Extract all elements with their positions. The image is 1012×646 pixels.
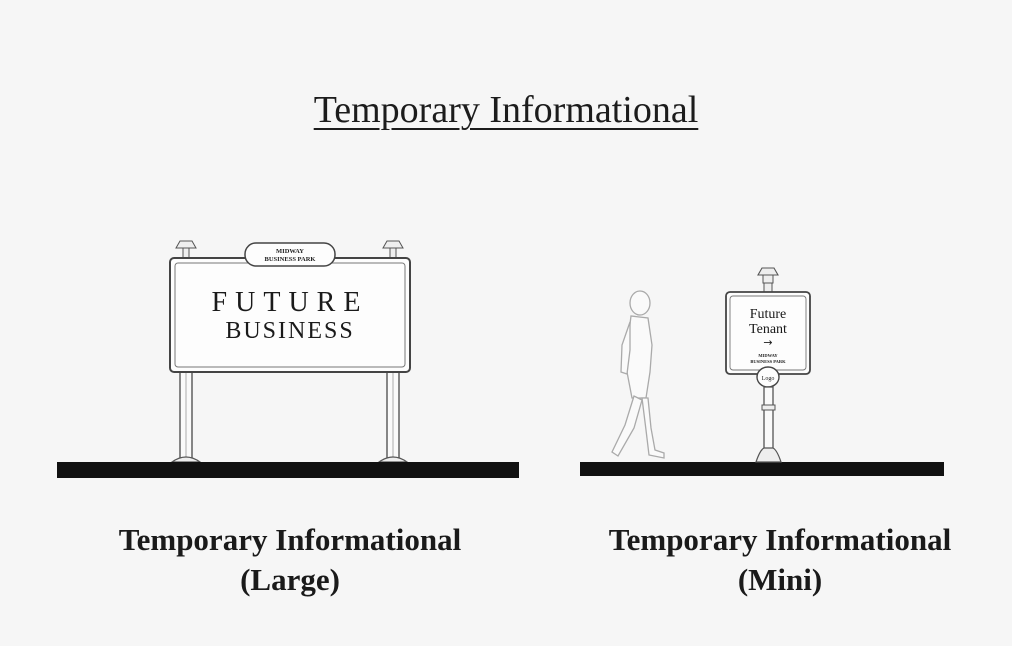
large-sign-right-post xyxy=(377,371,409,463)
mini-sign-line-1: Future xyxy=(750,307,787,322)
large-sign-header-line-2: BUSINESS PARK xyxy=(265,256,316,263)
mini-sign-finial xyxy=(757,267,779,294)
large-sign-header-line-1: MIDWAY xyxy=(276,248,304,255)
large-sign-ground xyxy=(57,462,519,478)
large-sign-right-finial xyxy=(382,240,404,261)
mini-sign-line-2: Tenant xyxy=(749,322,787,337)
large-sign-line-2: BUSINESS xyxy=(225,318,354,344)
large-sign-caption-line-1: Temporary Informational xyxy=(118,522,462,557)
mini-sign-logo-text: Logo xyxy=(762,376,775,382)
page-title: Temporary Informational xyxy=(0,88,1012,132)
large-sign-header-plate xyxy=(244,242,336,267)
mini-sign-post xyxy=(755,386,782,463)
title-text: Temporary Informational xyxy=(313,89,699,131)
mini-sign-caption: Temporary Informational (Mini) xyxy=(530,520,1012,600)
mini-sign-arrow: → xyxy=(763,336,772,349)
pedestrian-figure xyxy=(611,290,665,459)
large-sign-left-finial xyxy=(175,240,197,261)
mini-sign-caption-line-2: (Mini) xyxy=(737,562,823,597)
large-sign-caption-line-2: (Large) xyxy=(240,562,340,597)
large-sign-caption: Temporary Informational (Large) xyxy=(40,520,540,600)
mini-sign: Future Tenant → MIDWAY BUSINESS PARK Log… xyxy=(725,267,811,463)
mini-sign-ground xyxy=(580,462,944,476)
large-sign-left-post xyxy=(170,371,202,463)
mini-sign-caption-line-1: Temporary Informational xyxy=(608,522,952,557)
large-sign-line-1: FUTURE xyxy=(212,287,369,318)
large-sign: MIDWAY BUSINESS PARK FUTURE BUSINESS xyxy=(169,240,411,463)
mini-sign-footer-line-2: BUSINESS PARK xyxy=(750,359,786,364)
mini-sign-footer-line-1: MIDWAY xyxy=(758,353,778,358)
